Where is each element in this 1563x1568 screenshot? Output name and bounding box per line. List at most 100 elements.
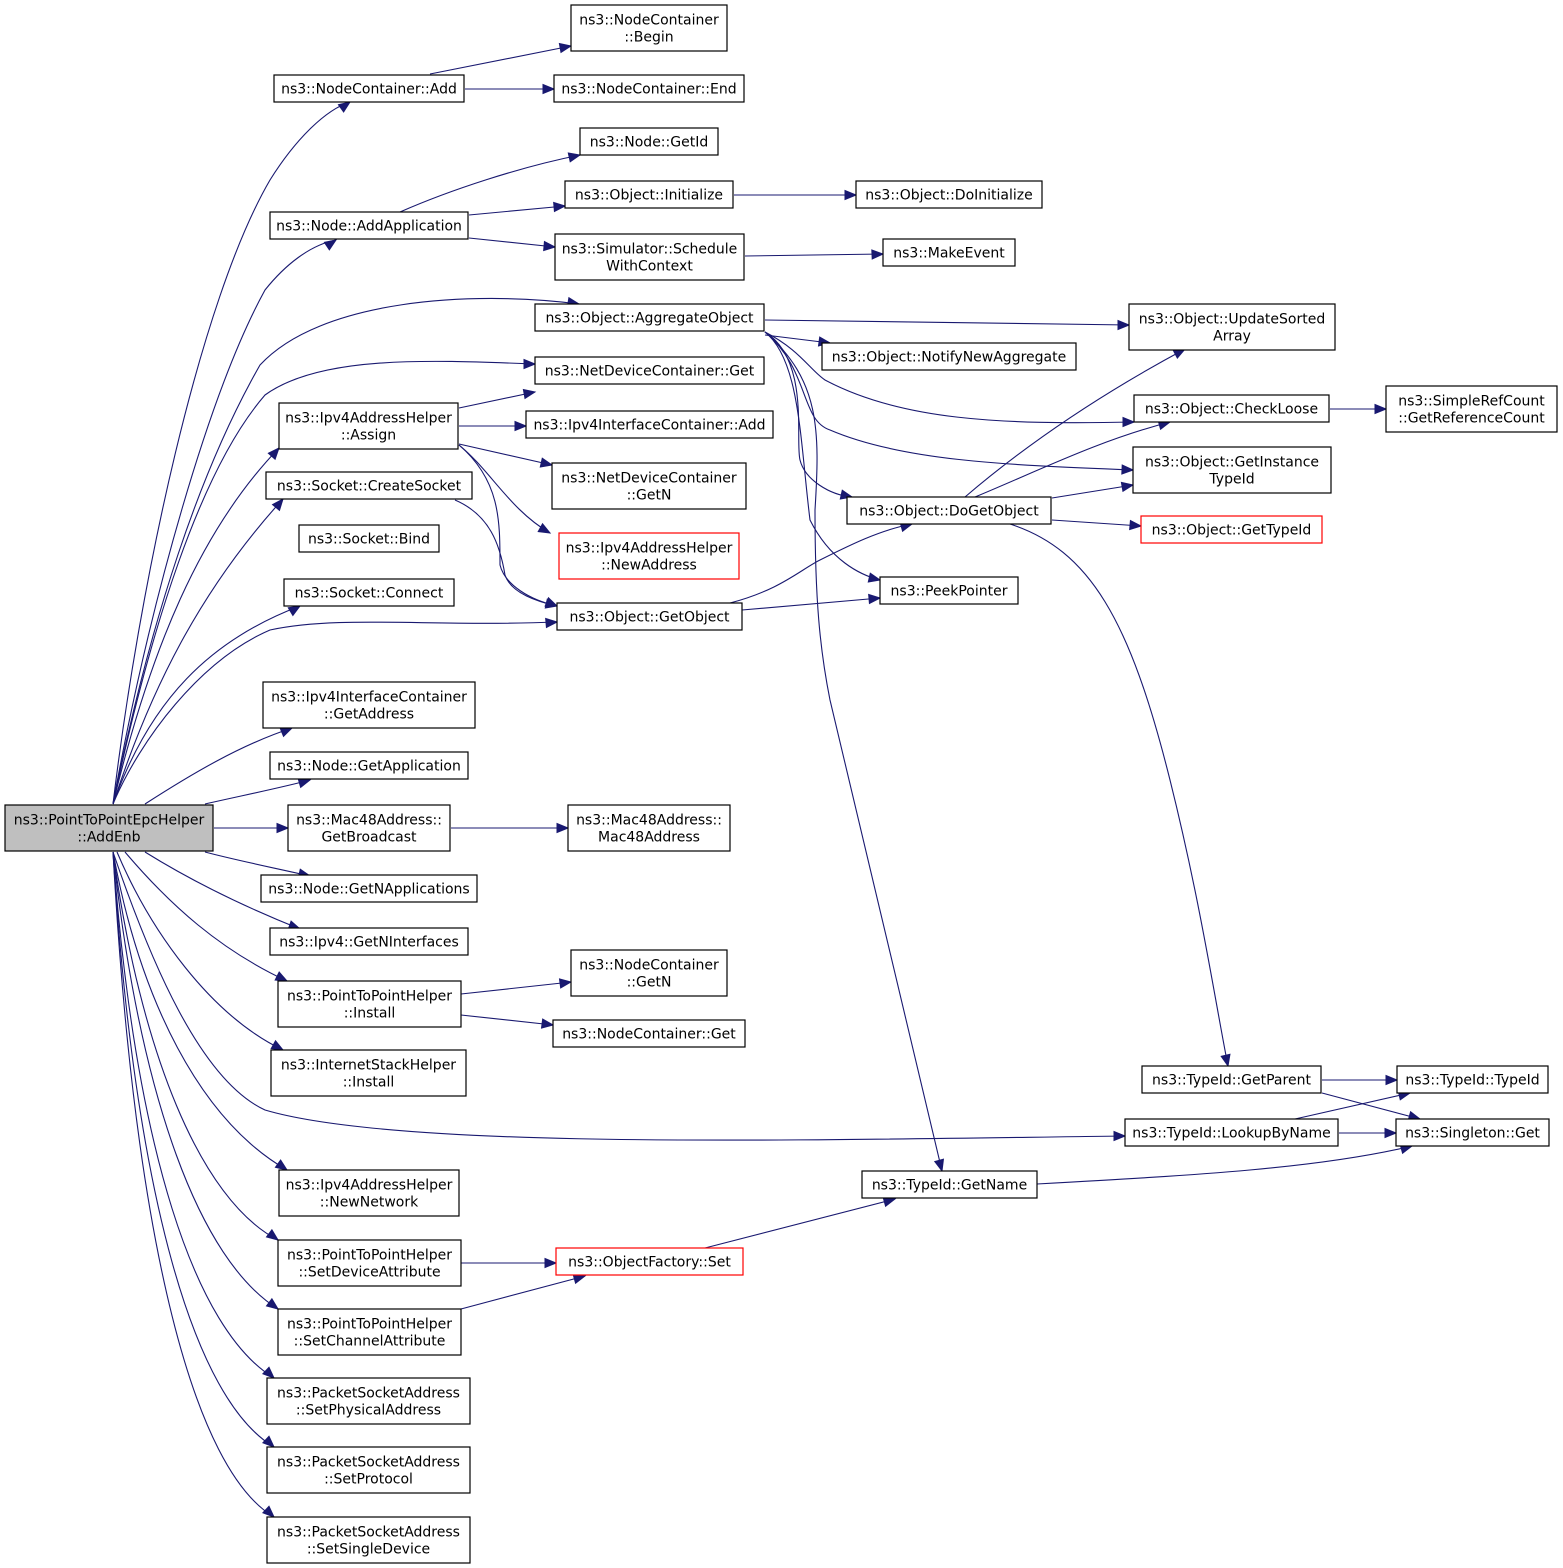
node-mac-ctor[interactable]: ns3::Mac48Address::Mac48Address: [567, 804, 731, 852]
node-ndc-getn[interactable]: ns3::NetDeviceContainer::GetN: [551, 462, 747, 510]
node-label: ::SetSingleDevice: [307, 1542, 430, 1558]
node-nc-add[interactable]: ns3::NodeContainer::Add: [273, 74, 465, 103]
node-label: ns3::NodeContainer::Add: [281, 82, 457, 98]
node-obj-gettypeid[interactable]: ns3::Object::GetTypeId: [1140, 515, 1323, 544]
node-p2p-install[interactable]: ns3::PointToPointHelper::Install: [277, 980, 462, 1028]
node-ipv4ah-newaddr[interactable]: ns3::Ipv4AddressHelper::NewAddress: [558, 532, 740, 580]
node-label: ns3::NetDeviceContainer: [561, 471, 737, 487]
node-node-getid[interactable]: ns3::Node::GetId: [579, 127, 719, 156]
call-edge: [144, 851, 301, 930]
node-node-addapp[interactable]: ns3::Node::AddApplication: [269, 211, 469, 240]
arrow-head: [323, 239, 338, 251]
node-label: ns3::Object::Initialize: [575, 188, 723, 204]
node-node-getnapps[interactable]: ns3::Node::GetNApplications: [260, 874, 478, 903]
call-edge: [1036, 1145, 1413, 1185]
node-obj-init[interactable]: ns3::Object::Initialize: [564, 180, 734, 209]
node-ipv4ah-assign[interactable]: ns3::Ipv4AddressHelper::Assign: [278, 402, 459, 450]
call-edge: [729, 523, 913, 604]
node-p2p-setdev[interactable]: ns3::PointToPointHelper::SetDeviceAttrib…: [277, 1239, 462, 1287]
node-box: [553, 74, 745, 103]
node-obj-dogetobj[interactable]: ns3::Object::DoGetObject: [846, 496, 1052, 525]
arrow-head: [882, 1196, 897, 1208]
node-psa-setphys[interactable]: ns3::PacketSocketAddress::SetPhysicalAdd…: [266, 1377, 471, 1425]
node-tid-ctor[interactable]: ns3::TypeId::TypeId: [1396, 1065, 1549, 1094]
node-ish-install[interactable]: ns3::InternetStackHelper::Install: [270, 1049, 467, 1097]
arrow-head: [1122, 416, 1136, 428]
node-of-set[interactable]: ns3::ObjectFactory::Set: [555, 1247, 744, 1276]
node-box: [260, 874, 478, 903]
node-label: ::Install: [344, 1006, 396, 1022]
call-edge: [460, 981, 572, 995]
node-sock-create[interactable]: ns3::Socket::CreateSocket: [265, 471, 473, 500]
node-tid-getparent[interactable]: ns3::TypeId::GetParent: [1141, 1065, 1322, 1094]
node-label: ::NewAddress: [601, 558, 697, 574]
node-src-getref[interactable]: ns3::SimpleRefCount::GetReferenceCount: [1385, 385, 1558, 433]
node-box: [555, 1247, 744, 1276]
node-label: ns3::NodeContainer::Get: [562, 1027, 736, 1043]
node-obj-notify[interactable]: ns3::Object::NotifyNewAggregate: [821, 342, 1077, 371]
node-peek[interactable]: ns3::PeekPointer: [879, 576, 1019, 605]
node-box: [579, 127, 719, 156]
node-label: ::GetN: [627, 488, 672, 504]
node-nc-getn[interactable]: ns3::NodeContainer::GetN: [570, 949, 728, 997]
arrow-head: [262, 1435, 275, 1448]
node-ndc-get[interactable]: ns3::NetDeviceContainer::Get: [534, 356, 765, 385]
node-nc-get[interactable]: ns3::NodeContainer::Get: [552, 1019, 746, 1048]
node-label: ns3::Socket::Bind: [308, 532, 430, 548]
node-box: [1395, 1118, 1550, 1147]
node-ipv4ah-newnet[interactable]: ns3::Ipv4AddressHelper::NewNetwork: [278, 1169, 460, 1217]
call-edge: [144, 727, 293, 805]
arrow-head: [514, 420, 528, 432]
node-nc-begin[interactable]: ns3::NodeContainer::Begin: [570, 4, 728, 52]
node-label: ns3::Singleton::Get: [1405, 1126, 1540, 1142]
node-psa-setproto[interactable]: ns3::PacketSocketAddress::SetProtocol: [266, 1446, 471, 1494]
node-label: ::AddEnb: [77, 830, 140, 846]
node-tid-getname[interactable]: ns3::TypeId::GetName: [861, 1170, 1038, 1199]
node-label: ns3::TypeId::LookupByName: [1132, 1126, 1330, 1142]
node-ipv4ic-add[interactable]: ns3::Ipv4InterfaceContainer::Add: [525, 410, 774, 439]
node-p2p-setchan[interactable]: ns3::PointToPointHelper::SetChannelAttri…: [277, 1308, 462, 1356]
node-obj-checkloose[interactable]: ns3::Object::CheckLoose: [1133, 394, 1330, 423]
node-obj-doinit[interactable]: ns3::Object::DoInitialize: [855, 180, 1043, 209]
arrow-head: [572, 1273, 587, 1285]
node-sock-connect[interactable]: ns3::Socket::Connect: [283, 578, 455, 607]
node-box: [1132, 446, 1332, 494]
node-sock-bind[interactable]: ns3::Socket::Bind: [298, 524, 440, 553]
arrow-head: [1113, 1130, 1127, 1142]
node-obj-aggr[interactable]: ns3::Object::AggregateObject: [534, 303, 765, 332]
node-box: [287, 804, 451, 852]
arrow-head: [844, 189, 858, 201]
node-tid-lookup[interactable]: ns3::TypeId::LookupByName: [1124, 1118, 1339, 1147]
node-label: ns3::TypeId::GetParent: [1152, 1073, 1311, 1089]
node-singleton-get[interactable]: ns3::Singleton::Get: [1395, 1118, 1550, 1147]
node-label: ns3::Node::GetId: [590, 135, 708, 151]
node-ipv4-getnif[interactable]: ns3::Ipv4::GetNInterfaces: [269, 927, 469, 956]
arrow-head: [1120, 481, 1135, 493]
node-label: ::SetChannelAttribute: [294, 1334, 446, 1350]
node-box: [266, 1377, 471, 1425]
node-mac-getbc[interactable]: ns3::Mac48Address::GetBroadcast: [287, 804, 451, 852]
node-box: [265, 471, 473, 500]
arrow-head: [1129, 519, 1143, 531]
node-make-event[interactable]: ns3::MakeEvent: [882, 238, 1016, 267]
call-edge: [112, 605, 301, 805]
node-node-getapp[interactable]: ns3::Node::GetApplication: [269, 751, 469, 780]
node-label: ns3::Object::AggregateObject: [545, 311, 754, 327]
arrow-head: [274, 971, 289, 982]
arrow-head: [539, 457, 554, 468]
node-nc-end[interactable]: ns3::NodeContainer::End: [553, 74, 745, 103]
node-box: [556, 602, 743, 631]
node-label: ns3::Ipv4AddressHelper: [566, 541, 733, 557]
node-obj-getobj[interactable]: ns3::Object::GetObject: [556, 602, 743, 631]
node-label: ns3::ObjectFactory::Set: [568, 1255, 731, 1271]
node-label: ns3::InternetStackHelper: [281, 1058, 456, 1074]
arrow-head: [868, 593, 882, 605]
node-ipv4ic-getaddr[interactable]: ns3::Ipv4InterfaceContainer::GetAddress: [262, 681, 476, 729]
node-root[interactable]: ns3::PointToPointEpcHelper::AddEnb: [4, 804, 214, 852]
call-edge: [458, 444, 558, 607]
call-edge: [112, 621, 558, 805]
node-psa-setsingle[interactable]: ns3::PacketSocketAddress::SetSingleDevic…: [266, 1516, 471, 1564]
